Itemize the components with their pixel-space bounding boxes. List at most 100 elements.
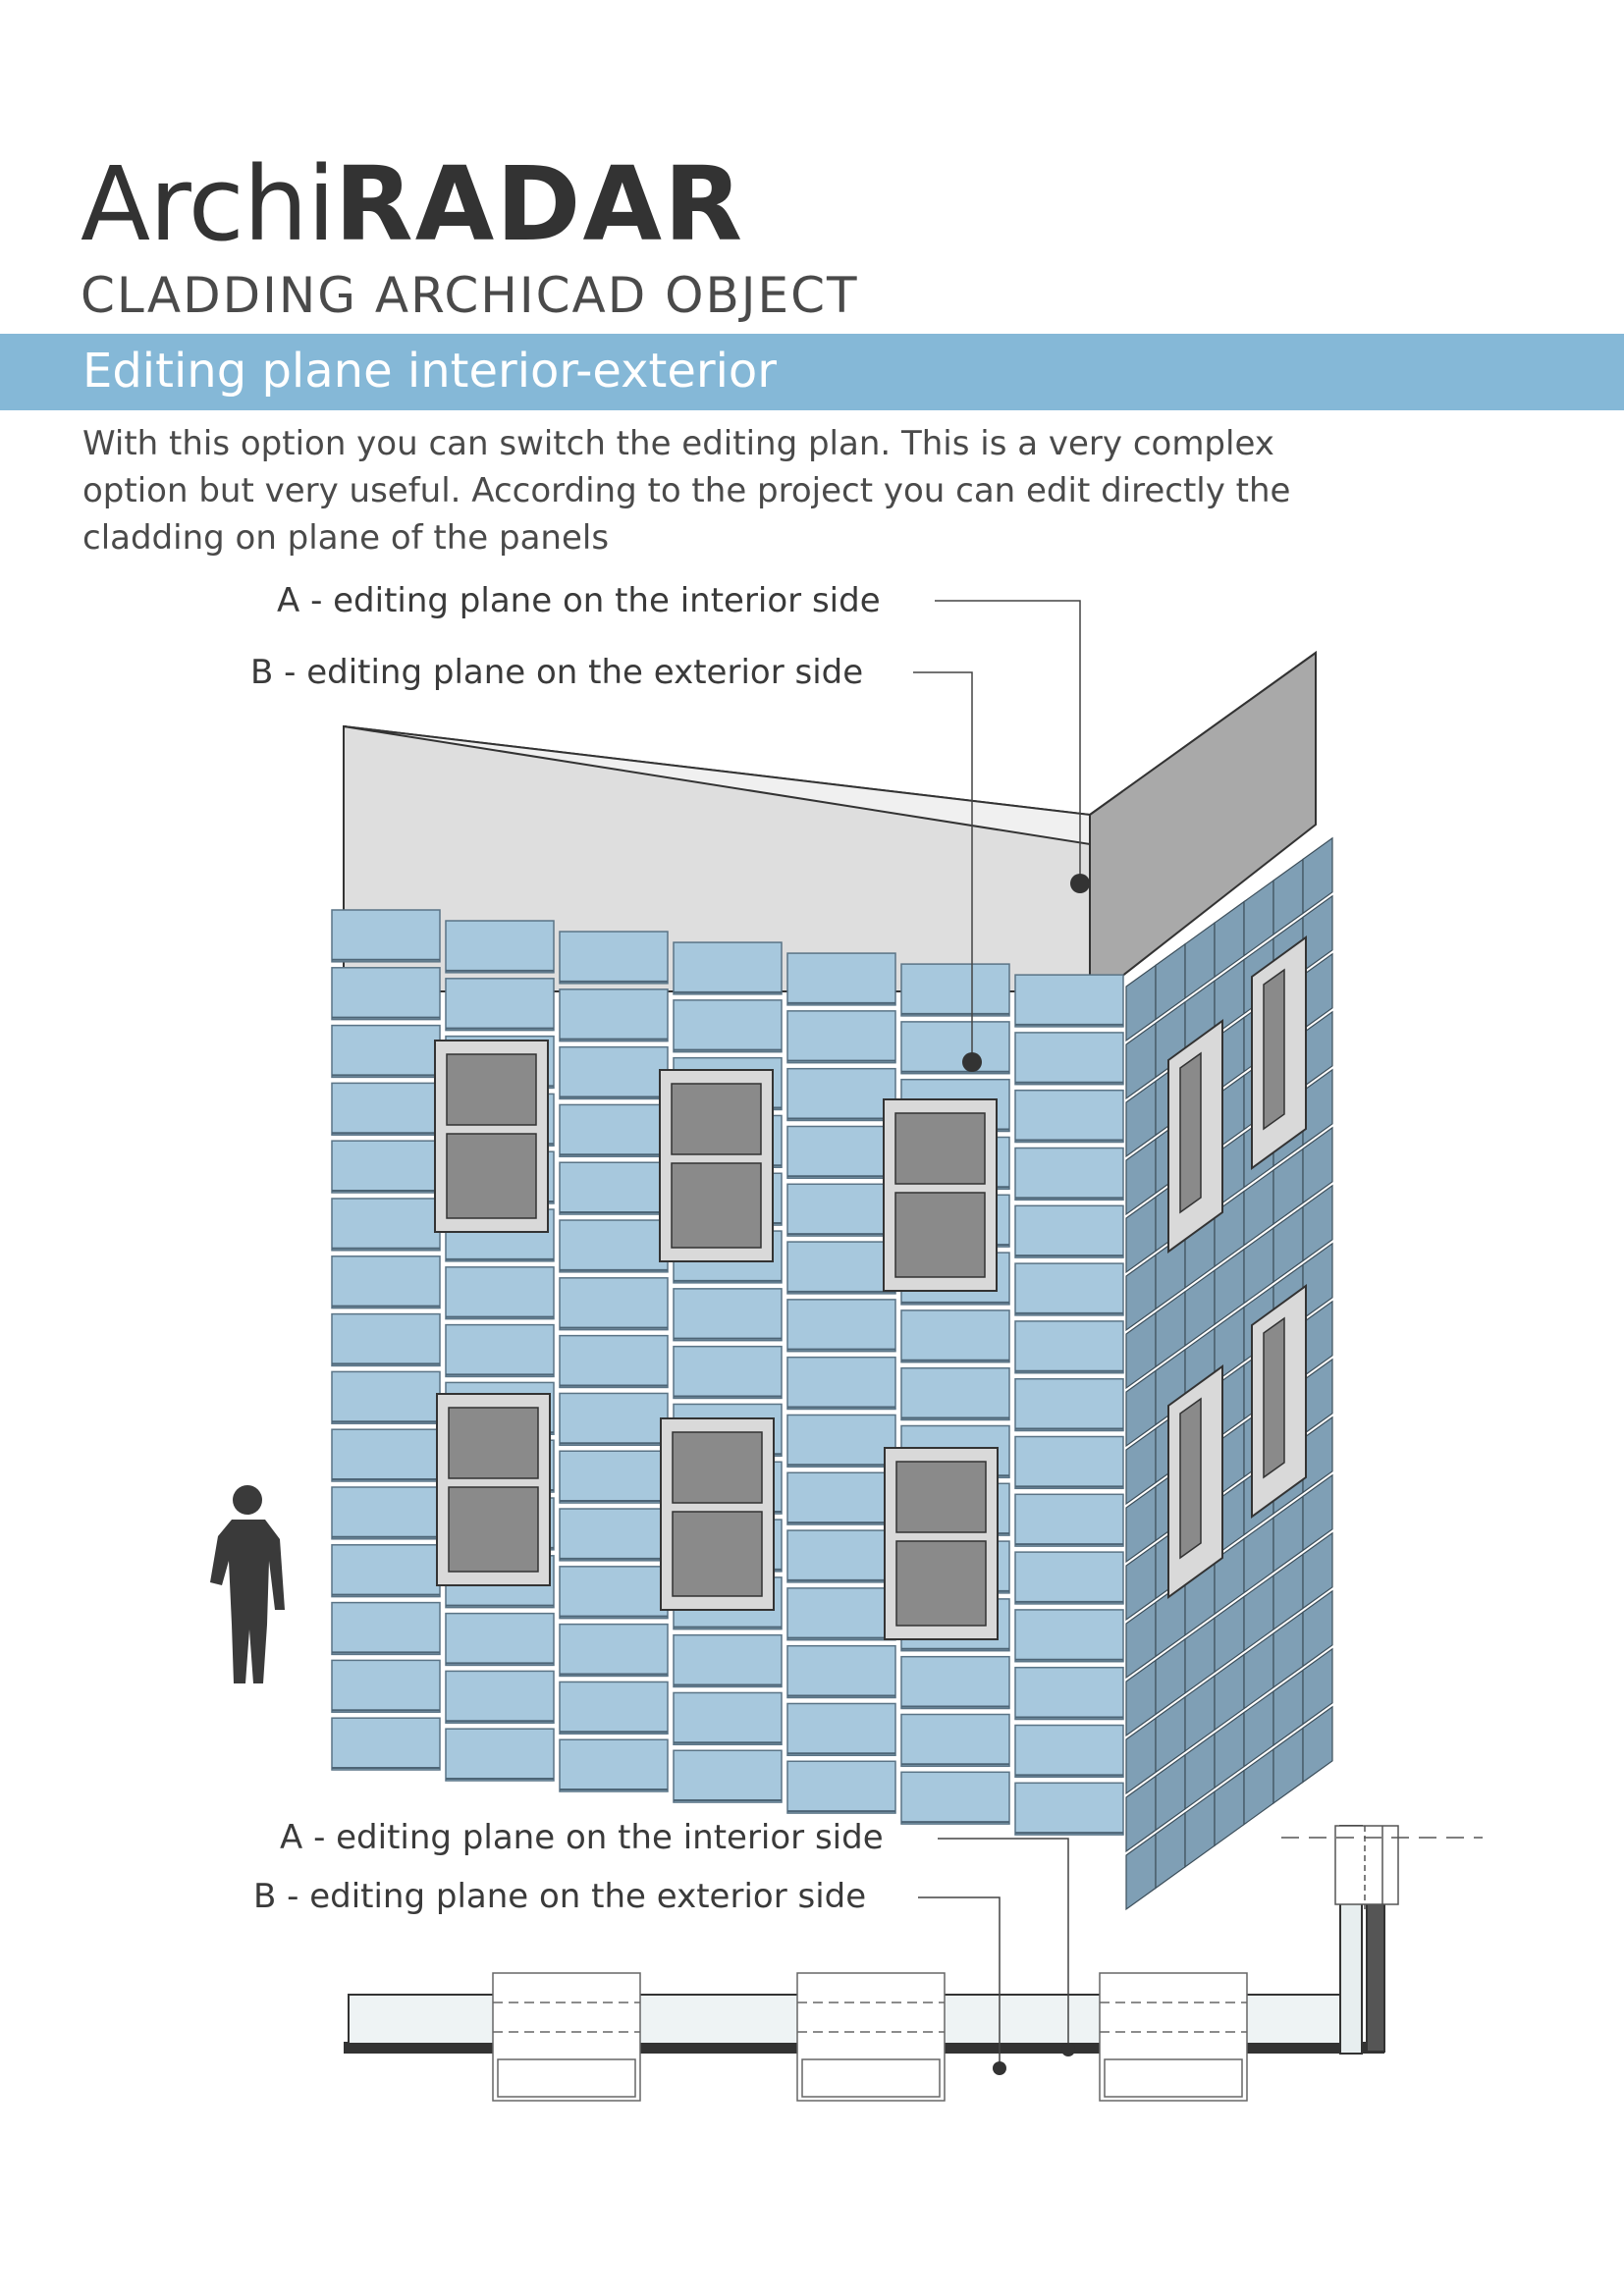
cladding-panel [786,1644,896,1699]
cladding-panel [445,1670,555,1724]
cladding-panel [673,1633,783,1688]
cladding-panel [786,1010,896,1064]
plan-section [344,1825,1483,2102]
window-glass [672,1511,763,1597]
window-glass [446,1053,537,1126]
intro-paragraph: With this option you can switch the edit… [82,420,1555,561]
intro-line-1: With this option you can switch the edit… [82,424,1274,463]
cladding-panel [1014,1204,1124,1258]
cladding-panel [1014,1377,1124,1432]
plan-callout-a: A - editing plane on the interior side [280,1818,884,1857]
cladding-panel [786,1183,896,1237]
cladding-panel [331,1601,441,1656]
cladding-panel [559,988,669,1042]
cladding-panel [900,1655,1010,1710]
cladding-panel [559,1566,669,1620]
cladding-panel [786,1067,896,1122]
logo-archi: Archi [81,144,336,264]
cladding-panel [1014,1609,1124,1663]
side-cladding-panel [1302,1126,1333,1204]
side-cladding-panel [1302,1705,1333,1784]
cladding-panel [559,1219,669,1273]
cladding-panel [331,1140,441,1194]
section-title: Editing plane interior-exterior [82,344,778,399]
cladding-panel [559,1681,669,1735]
cladding-panel [559,1161,669,1215]
side-window-glass [1179,1051,1202,1214]
cladding-panel [331,1544,441,1598]
section-title-band: Editing plane interior-exterior [0,334,1624,410]
cladding-panel [445,920,555,974]
cladding-panel [1014,1724,1124,1779]
side-cladding-panel [1302,836,1333,915]
cladding-panel [331,1717,441,1771]
axo-callout-a: A - editing plane on the interior side [277,581,881,620]
window-glass [448,1407,539,1479]
window-glass [672,1431,763,1504]
side-cladding-panel [1302,1589,1333,1668]
cladding-panel [1014,974,1124,1028]
cladding-panel [673,1345,783,1400]
cladding-panel [559,1334,669,1389]
window-glass [895,1461,987,1533]
cladding-panel [900,1366,1010,1421]
cladding-panel [900,1309,1010,1363]
person-silhouette-icon [210,1485,285,1683]
cladding-panel [900,963,1010,1017]
axonometric-leaders [913,600,1081,1060]
cladding-panel [559,1103,669,1157]
cladding-panel [673,941,783,995]
cladding-panel [1014,1493,1124,1547]
cladding-panel [331,1659,441,1713]
cladding-panel [559,1738,669,1792]
cladding-panel [559,1277,669,1331]
cladding-panel [1014,1320,1124,1374]
window-glass [446,1133,537,1219]
cladding-panel [445,1728,555,1782]
side-windows [1167,935,1307,1599]
cladding-panel [1014,1435,1124,1490]
cladding-panel [786,1241,896,1295]
cladding-panel [559,931,669,985]
cladding-panel [559,1508,669,1562]
cladding-panel [786,1471,896,1525]
cladding-panel [445,1323,555,1378]
side-cladding-panel [1302,1647,1333,1726]
window-glass [894,1112,986,1185]
cladding-panel [331,1255,441,1309]
cladding-panel [900,1713,1010,1768]
cladding-panel [559,1450,669,1504]
cladding-panel [786,1299,896,1353]
cladding-panel [331,967,441,1021]
side-cladding-panel [1302,1473,1333,1552]
cladding-panel [559,1392,669,1446]
cladding-panel [445,1612,555,1667]
cladding-panel [1014,1032,1124,1086]
cladding-panel [331,1312,441,1367]
side-cladding-panel [1302,1531,1333,1610]
cladding-panel [331,1428,441,1482]
axo-callout-b: B - editing plane on the exterior side [250,653,864,692]
cladding-panel [1014,1782,1124,1836]
side-window-glass [1179,1397,1202,1560]
cladding-panel [445,978,555,1032]
cladding-panel [1014,1147,1124,1201]
cladding-panel [331,909,441,963]
cladding-panel [786,1414,896,1468]
cladding-panel [673,1691,783,1746]
cladding-panel [786,1356,896,1411]
side-window-glass [1263,1316,1285,1479]
logo-radar: RADAR [334,144,745,264]
window-glass [894,1192,986,1278]
cladding-panel [786,1760,896,1814]
cladding-panel [786,952,896,1006]
cladding-panel [1014,1666,1124,1721]
cladding-panel [786,1125,896,1180]
cladding-panel [331,1370,441,1424]
cladding-panel [1014,1089,1124,1144]
cladding-panel [559,1623,669,1678]
cladding-panel [331,1198,441,1252]
window-glass [671,1162,762,1249]
